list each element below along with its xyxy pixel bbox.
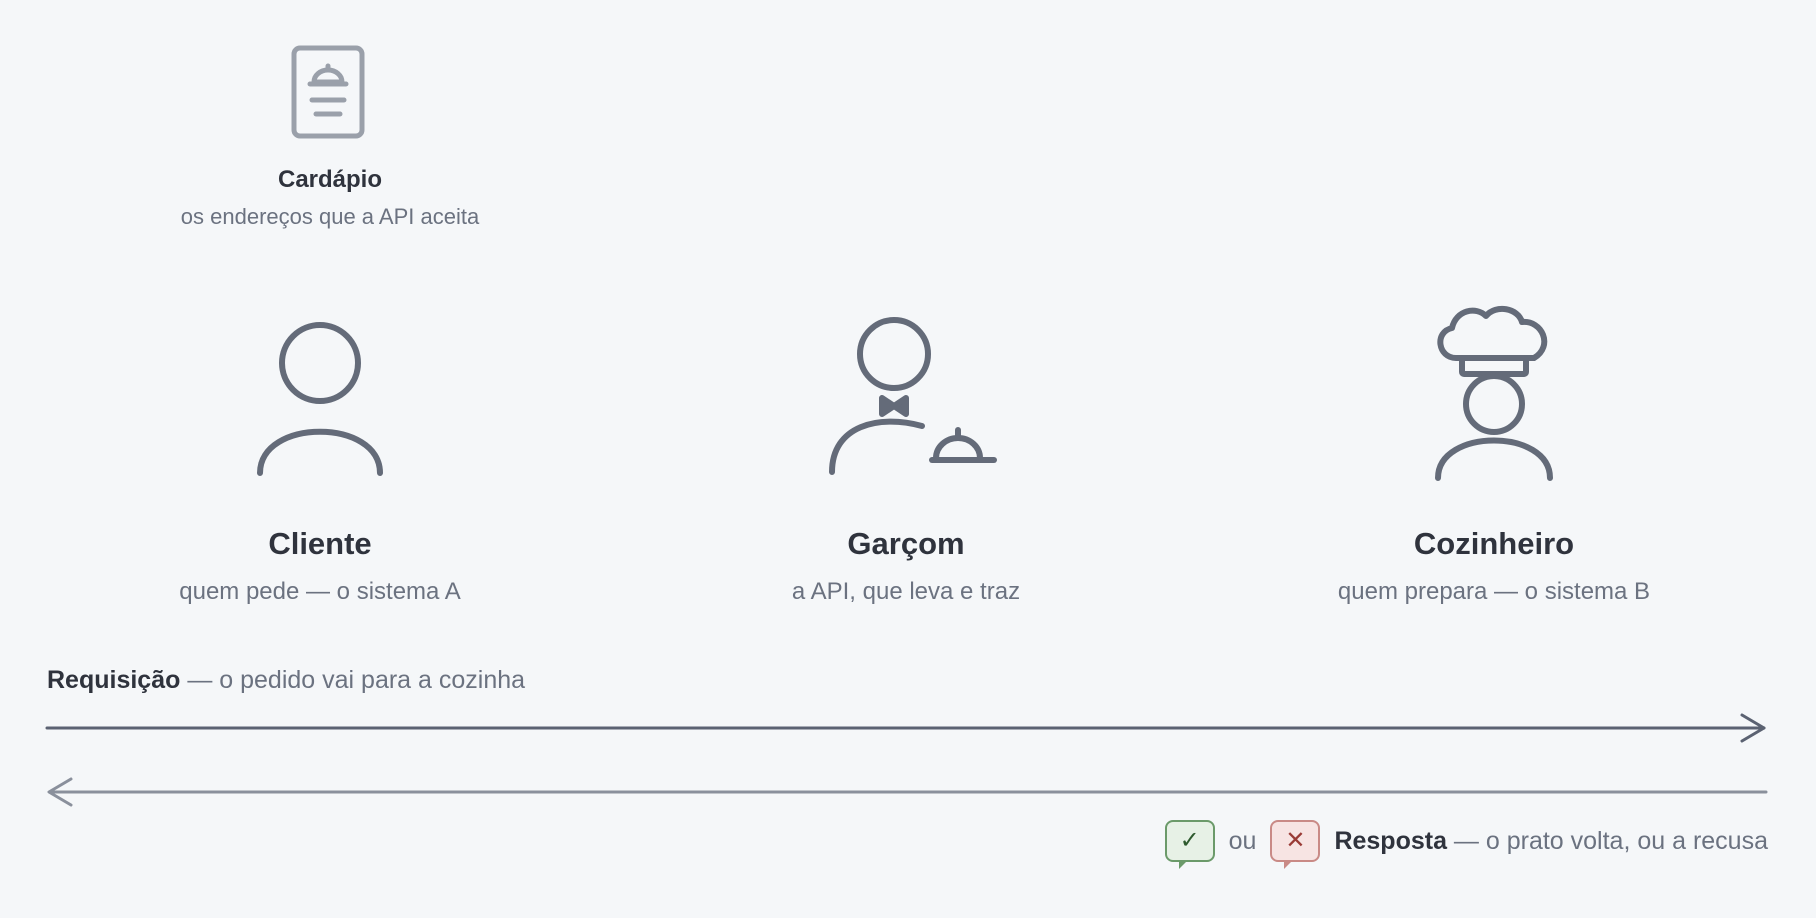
- response-arrow: [47, 777, 1768, 807]
- close-icon: ✕: [1285, 827, 1306, 854]
- menu-card-icon: [291, 45, 365, 139]
- check-icon: ✓: [1179, 827, 1200, 854]
- response-label-title: Resposta: [1334, 826, 1447, 855]
- response-label: Resposta — o prato volta, ou a recusa: [1334, 827, 1768, 856]
- chef-icon: [1435, 305, 1553, 481]
- actor-subtitle-cliente: quem pede — o sistema A: [179, 578, 461, 605]
- flow-arrows: [45, 713, 1768, 807]
- request-label-title: Requisição: [47, 666, 181, 694]
- actor-title-garcom: Garçom: [847, 526, 965, 561]
- error-bubble: ✕: [1270, 820, 1321, 869]
- waiter-icon: [829, 317, 997, 475]
- success-bubble: ✓: [1164, 820, 1215, 869]
- actor-title-cliente: Cliente: [268, 526, 372, 561]
- menu-title: Cardápio: [277, 166, 382, 193]
- actor-subtitle-garcom: a API, que leva e traz: [791, 578, 1021, 605]
- person-icon: [257, 322, 383, 476]
- response-row: ✓ ou ✕ Resposta — o prato volta, ou a re…: [1164, 818, 1768, 869]
- menu-subtitle: os endereços que a API aceita: [180, 204, 480, 229]
- request-label-text: — o pedido vai para a cozinha: [180, 666, 526, 694]
- request-label: Requisição — o pedido vai para a cozinha: [47, 666, 525, 695]
- response-or-text: ou: [1228, 826, 1257, 855]
- response-label-text: — o prato volta, ou a recusa: [1446, 826, 1768, 855]
- actor-subtitle-cozinheiro: quem prepara — o sistema B: [1337, 578, 1651, 605]
- request-arrow: [45, 713, 1766, 743]
- actor-title-cozinheiro: Cozinheiro: [1413, 526, 1575, 561]
